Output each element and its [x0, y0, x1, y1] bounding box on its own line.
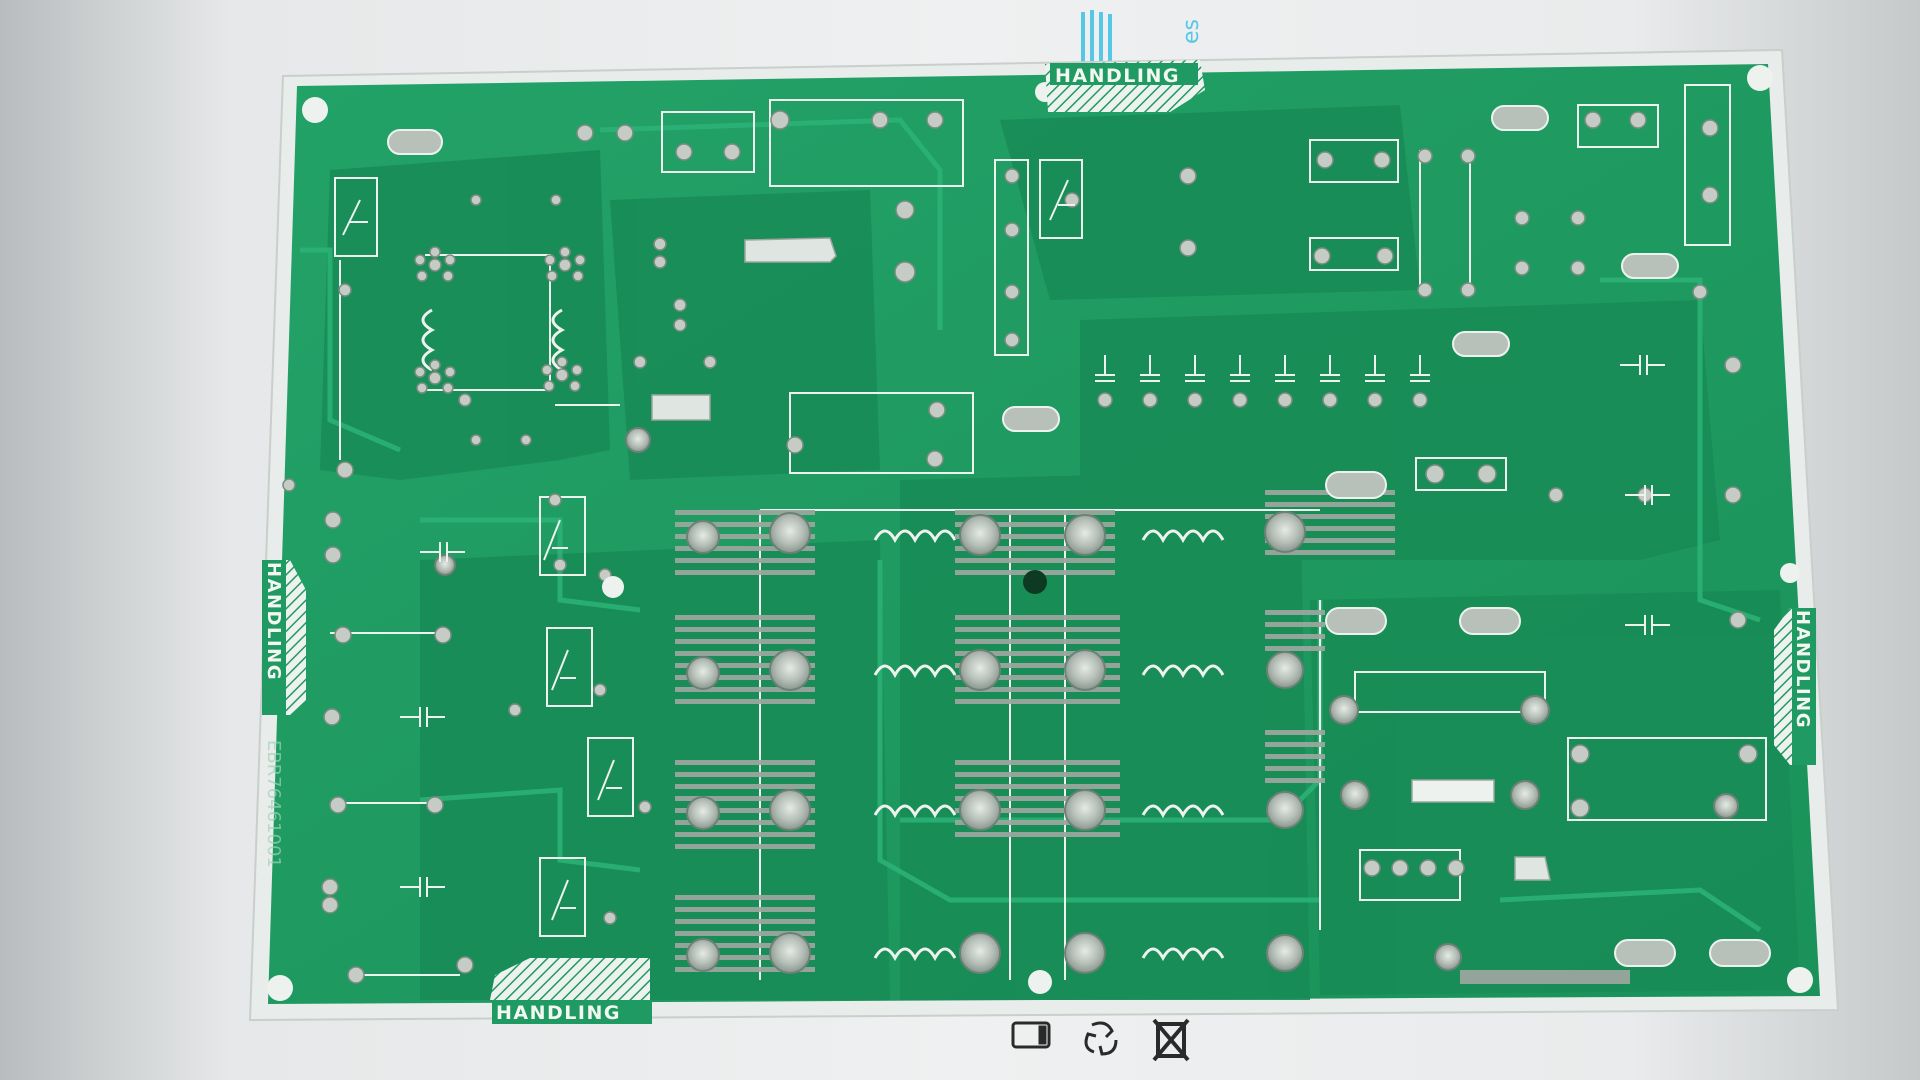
handling-label-right: HANDLING	[1792, 610, 1813, 729]
phone-icon	[1011, 1021, 1051, 1049]
handling-label-left: HANDLING	[263, 562, 284, 681]
silk-outlines	[334, 84, 1767, 937]
pad-rosettes	[414, 246, 586, 394]
connector-wires	[1081, 10, 1112, 66]
varistor-symbols	[342, 179, 1075, 921]
oval-pads	[387, 105, 1771, 967]
mounting-holes	[267, 65, 1813, 1001]
handling-label-top: HANDLING	[1055, 65, 1180, 87]
component-blocks	[651, 237, 1551, 881]
capacitor-symbols	[400, 355, 1670, 897]
crossed-bin-icon	[1152, 1018, 1190, 1062]
inductor-symbols	[421, 308, 1225, 962]
small-pads	[282, 110, 1758, 984]
part-number: EBR76461001	[263, 740, 284, 868]
handling-zone-right: HANDLING	[1774, 608, 1816, 765]
large-pads	[434, 427, 1739, 974]
handling-zone-bottom: HANDLING	[490, 958, 652, 1024]
handling-label-bottom: HANDLING	[496, 1002, 621, 1024]
edge-mark: es	[1179, 19, 1204, 44]
handling-zone-top: HANDLING	[1045, 60, 1205, 112]
recycle-icon	[1084, 1021, 1118, 1056]
handling-zone-left: HANDLING	[262, 560, 306, 715]
